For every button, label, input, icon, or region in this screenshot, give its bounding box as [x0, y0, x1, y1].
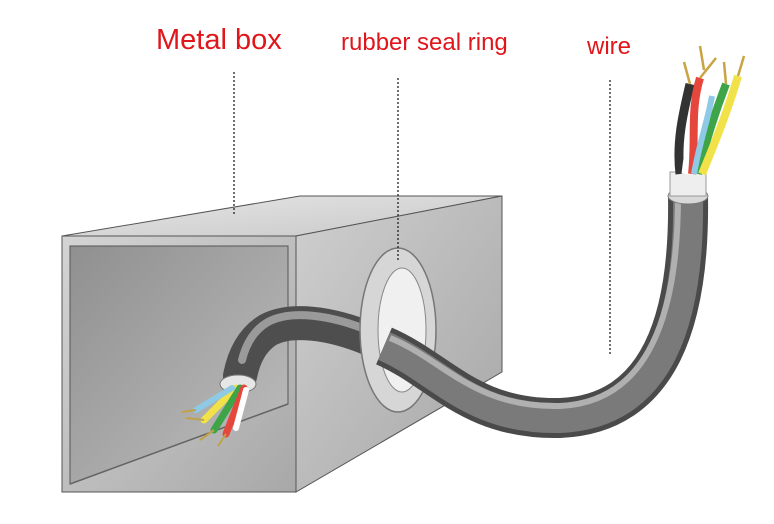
leader-lines — [233, 72, 611, 356]
label-wire: wire — [587, 33, 632, 60]
outer-cable — [375, 171, 709, 439]
box-inner-floor — [62, 236, 296, 492]
box-inner-edge — [69, 403, 289, 485]
label-metal-box: Metal box — [156, 24, 282, 56]
inner-wire-cores — [181, 384, 249, 447]
outer-wire-cores — [674, 45, 746, 176]
label-rubber-seal-ring: rubber seal ring — [341, 29, 508, 56]
